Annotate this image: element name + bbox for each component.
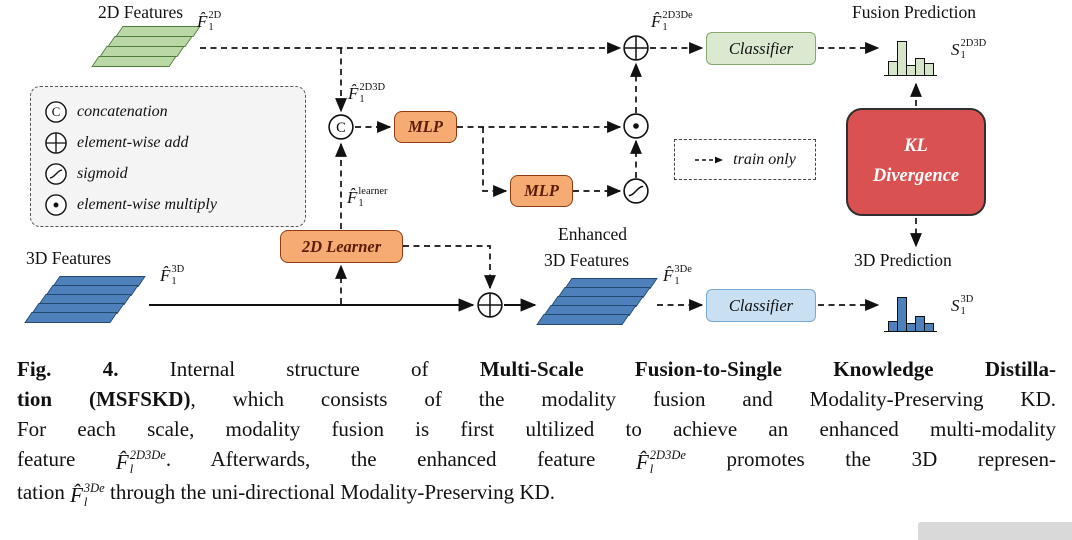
- caption-text: promotes the 3D represen-: [685, 447, 1056, 471]
- sub: 1: [662, 21, 668, 33]
- 3d-features-stack: [24, 276, 148, 326]
- concat-letter: C: [336, 120, 346, 136]
- legend-row-add: element-wise add: [45, 127, 305, 158]
- sup: 3De: [674, 264, 692, 275]
- sub: 1: [960, 49, 966, 61]
- caption-line-1: Fig. 4. Internal structure of Multi-Scal…: [17, 354, 1056, 384]
- kl-line1: KL: [904, 136, 928, 157]
- classifier-3d-box: Classifier: [706, 289, 816, 322]
- figure-caption: Fig. 4. Internal structure of Multi-Scal…: [17, 354, 1056, 510]
- classifier-fusion-box: Classifier: [706, 32, 816, 65]
- sub: 1: [674, 275, 680, 287]
- multiply-node: [623, 113, 649, 139]
- caption-text-bold: Multi-Scale Fusion-to-Single Knowledge D…: [479, 357, 1057, 381]
- legend-box: C concatenation element-wise add sigmoid: [30, 86, 306, 227]
- 2d-features-stack: [91, 26, 205, 72]
- caption-text: . Afterwards, the enhanced feature: [165, 447, 636, 471]
- msfskd-diagram: C MLP MLP 2D Learner: [24, 2, 987, 332]
- legend-label-concat: concatenation: [77, 102, 168, 120]
- concat-circle-icon: C: [45, 100, 67, 123]
- caption-text: Internal structure of: [118, 357, 480, 381]
- kl-divergence-box: KL Divergence: [846, 108, 986, 216]
- 2d-features-label: 2D Features: [98, 2, 184, 22]
- caption-text-bold: tion (MSFSKD): [17, 387, 191, 411]
- sigmoid-circle-icon: [45, 162, 67, 185]
- mlp-box-2: MLP: [510, 175, 573, 207]
- edge-learner-to-add3d: [403, 245, 496, 290]
- fusion-prediction-label: Fusion Prediction: [852, 2, 976, 22]
- dashed-arrow-icon: [695, 156, 724, 163]
- fusion-prediction-chart: [884, 38, 937, 76]
- classifier-fusion-label: Classifier: [728, 38, 794, 58]
- add-node-fusion: [623, 35, 649, 61]
- classifier-3d-label: Classifier: [728, 295, 794, 315]
- sup: learner: [358, 186, 388, 197]
- train-only-label: train only: [733, 150, 796, 168]
- sub: 1: [208, 21, 214, 33]
- caption-text: For each scale, modality fusion is first…: [17, 417, 1056, 441]
- legend-label-sigmoid: sigmoid: [77, 164, 128, 182]
- multiply-circle-icon: [45, 193, 67, 216]
- legend-row-sigmoid: sigmoid: [45, 158, 305, 189]
- train-only-box: train only: [674, 139, 816, 180]
- 3d-features-label: 3D Features: [26, 248, 112, 268]
- caption-text: through the uni-directional Modality-Pre…: [104, 480, 555, 504]
- mlp-box-2-label: MLP: [524, 181, 559, 200]
- sub: 1: [359, 93, 365, 105]
- mlp-box-1-label: MLP: [408, 117, 443, 136]
- sup: 3D: [960, 294, 974, 305]
- sup: 2D3D: [960, 38, 987, 49]
- caption-text: feature: [17, 447, 116, 471]
- sup: 2D: [208, 10, 222, 21]
- 3d-prediction-chart: [884, 294, 937, 332]
- enhanced-3d-features-stack: [536, 278, 660, 328]
- 2d-learner-box: 2D Learner: [280, 230, 403, 263]
- svg-text:C: C: [52, 105, 60, 119]
- sup: 2D3D: [359, 82, 386, 93]
- add-node-3d: [477, 292, 503, 318]
- legend-label-multiply: element-wise multiply: [77, 195, 217, 213]
- figure-label: Fig. 4.: [17, 357, 119, 381]
- diagram-edges: [149, 42, 922, 312]
- overlay-artifact: [918, 522, 1072, 540]
- sup: 2D3De: [662, 10, 693, 21]
- enhanced-label-line1: Enhanced: [558, 224, 627, 244]
- legend-label-add: element-wise add: [77, 133, 189, 151]
- 2d-learner-label: 2D Learner: [301, 236, 382, 256]
- caption-line-2: tion (MSFSKD), which consists of the mod…: [17, 384, 1056, 414]
- mlp-box-1: MLP: [394, 111, 457, 143]
- sigmoid-node: [623, 178, 649, 204]
- legend-row-multiply: element-wise multiply: [45, 189, 305, 220]
- enhanced-label-line2: 3D Features: [544, 250, 630, 270]
- sub: 1: [171, 275, 177, 287]
- add-circle-icon: [45, 131, 67, 154]
- kl-line2: Divergence: [872, 166, 960, 186]
- edge-branch-to-mlp2: [482, 127, 508, 197]
- caption-text: , which consists of the modality fusion …: [190, 387, 1057, 411]
- caption-text: tation: [17, 480, 71, 504]
- concat-node: C: [328, 114, 354, 140]
- caption-line-3: For each scale, modality fusion is first…: [17, 414, 1056, 444]
- sub: 1: [358, 197, 364, 209]
- legend-row-concat: C concatenation: [45, 96, 305, 127]
- sub: 1: [960, 305, 966, 317]
- 3d-prediction-label: 3D Prediction: [854, 250, 952, 270]
- sup: 3D: [171, 264, 185, 275]
